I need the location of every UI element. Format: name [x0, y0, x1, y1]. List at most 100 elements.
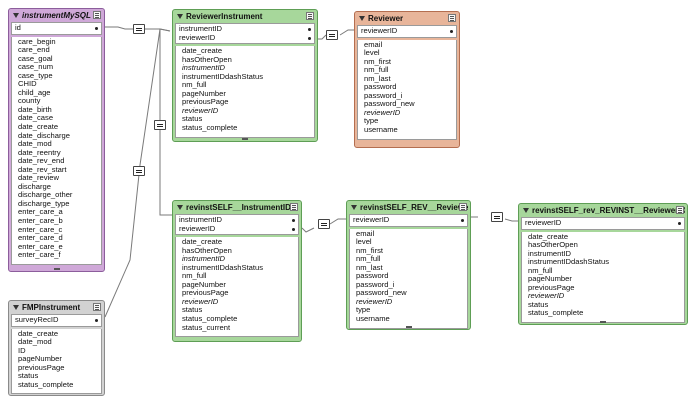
field[interactable]: level [364, 49, 380, 58]
field[interactable]: reviewerID [356, 297, 393, 306]
field[interactable]: email [364, 40, 383, 49]
field[interactable]: status_complete [182, 315, 238, 324]
equals-join-icon[interactable] [318, 219, 330, 229]
table-revinstself-rev-revinst-reviewerid[interactable]: revinstSELF_rev_REVINST__ReviewerID revi… [518, 203, 688, 325]
table-revinstself-rev-reviewerid[interactable]: revinstSELF_REV__ReviewerID reviewerID e… [346, 200, 471, 330]
field[interactable]: status_complete [528, 309, 584, 318]
table-header[interactable]: revinstSELF_REV__ReviewerID [349, 201, 468, 214]
field[interactable]: instrumentID [182, 64, 226, 73]
field[interactable]: status [528, 300, 549, 309]
collapse-triangle-icon[interactable] [177, 205, 183, 210]
field[interactable]: pageNumber [182, 89, 226, 98]
field[interactable]: status [182, 306, 203, 315]
field[interactable]: reviewerID [528, 292, 565, 301]
field[interactable]: date_mod [18, 338, 52, 347]
key-field[interactable]: instrumentID [179, 216, 223, 224]
field[interactable]: date_mod [18, 140, 52, 149]
field[interactable]: date_birth [18, 105, 52, 114]
field[interactable]: password [356, 272, 389, 281]
field[interactable]: reviewerID [364, 108, 401, 117]
equals-join-icon[interactable] [133, 166, 145, 176]
field[interactable]: pageNumber [528, 275, 572, 284]
field[interactable]: type [356, 306, 371, 315]
field[interactable]: discharge [18, 182, 51, 191]
key-field[interactable]: reviewerID [361, 27, 398, 35]
field[interactable]: previousPage [182, 289, 229, 298]
field[interactable]: pageNumber [18, 355, 62, 364]
equals-join-icon[interactable] [154, 120, 166, 130]
table-fmpinstrument[interactable]: FMPInstrument surveyRecID date_create da… [8, 300, 105, 396]
field[interactable]: enter_care_c [18, 225, 63, 234]
resize-grip-icon[interactable] [53, 268, 60, 270]
field[interactable]: hasOtherOpen [182, 55, 232, 64]
field[interactable]: date_create [528, 232, 569, 241]
key-field[interactable]: instrumentID [179, 25, 223, 33]
field[interactable]: instrumentIDdashStatus [182, 72, 264, 81]
field[interactable]: care_begin [18, 37, 56, 46]
field[interactable]: status_current [182, 323, 231, 332]
field[interactable]: reviewerID [182, 297, 219, 306]
table-menu-icon[interactable] [93, 11, 101, 19]
table-revinstself-instrumentid[interactable]: revinstSELF__InstrumentID instrumentID r… [172, 200, 302, 342]
field[interactable]: date_create [18, 123, 59, 132]
field[interactable]: date_reentry [18, 148, 61, 157]
field[interactable]: nm_last [356, 263, 383, 272]
collapse-triangle-icon[interactable] [523, 208, 529, 213]
field[interactable]: date_case [18, 114, 54, 123]
field[interactable]: case_num [18, 63, 54, 72]
field[interactable]: discharge_other [18, 191, 73, 200]
field[interactable]: status_complete [18, 380, 74, 389]
field[interactable]: username [364, 126, 398, 135]
table-menu-icon[interactable] [448, 14, 456, 22]
field[interactable]: CHID [18, 80, 37, 89]
field[interactable]: nm_full [182, 81, 207, 90]
field[interactable]: previousPage [182, 98, 229, 107]
table-menu-icon[interactable] [459, 203, 467, 211]
key-field[interactable]: id [15, 24, 21, 32]
field[interactable]: nm_first [356, 246, 384, 255]
field[interactable]: discharge_type [18, 199, 70, 208]
field[interactable]: nm_first [364, 57, 392, 66]
field[interactable]: instrumentIDdashStatus [528, 258, 610, 267]
table-menu-icon[interactable] [676, 206, 684, 214]
field[interactable]: level [356, 238, 372, 247]
table-menu-icon[interactable] [306, 12, 314, 20]
field[interactable]: password [364, 83, 397, 92]
equals-join-icon[interactable] [326, 30, 338, 40]
field[interactable]: enter_care_f [18, 251, 61, 260]
field[interactable]: type [364, 117, 379, 126]
table-menu-icon[interactable] [290, 203, 298, 211]
resize-grip-icon[interactable] [242, 138, 248, 140]
field[interactable]: instrumentIDdashStatus [182, 263, 264, 272]
field[interactable]: status [18, 372, 39, 381]
resize-grip-icon[interactable] [405, 326, 412, 328]
table-header[interactable]: revinstSELF_rev_REVINST__ReviewerID [521, 204, 685, 217]
field[interactable]: password_new [364, 100, 415, 109]
resize-grip-icon[interactable] [600, 321, 606, 323]
key-field[interactable]: reviewerID [353, 216, 390, 224]
field[interactable]: previousPage [18, 363, 65, 372]
field[interactable]: nm_last [364, 74, 391, 83]
table-header[interactable]: FMPInstrument [11, 301, 102, 314]
field[interactable]: nm_full [182, 272, 207, 281]
field[interactable]: ID [18, 346, 26, 355]
table-instrumentmysql[interactable]: instrumentMySQL id care_begin care_end c… [8, 8, 105, 272]
field[interactable]: case_goal [18, 54, 53, 63]
field[interactable]: hasOtherOpen [182, 246, 232, 255]
field[interactable]: instrumentID [182, 255, 226, 264]
field[interactable]: status [182, 115, 203, 124]
table-reviewerinstrument[interactable]: ReviewerInstrument instrumentID reviewer… [172, 9, 318, 142]
collapse-triangle-icon[interactable] [13, 305, 19, 310]
field[interactable]: status_complete [182, 124, 238, 133]
field[interactable]: enter_care_a [18, 208, 63, 217]
field[interactable]: password_i [364, 91, 403, 100]
field[interactable]: enter_care_e [18, 242, 63, 251]
field[interactable]: date_review [18, 174, 59, 183]
key-field[interactable]: reviewerID [525, 219, 562, 227]
collapse-triangle-icon[interactable] [13, 13, 19, 18]
field[interactable]: instrumentID [528, 249, 572, 258]
field[interactable]: child_age [18, 88, 51, 97]
collapse-triangle-icon[interactable] [359, 16, 365, 21]
table-menu-icon[interactable] [93, 303, 101, 311]
equals-join-icon[interactable] [133, 24, 145, 34]
